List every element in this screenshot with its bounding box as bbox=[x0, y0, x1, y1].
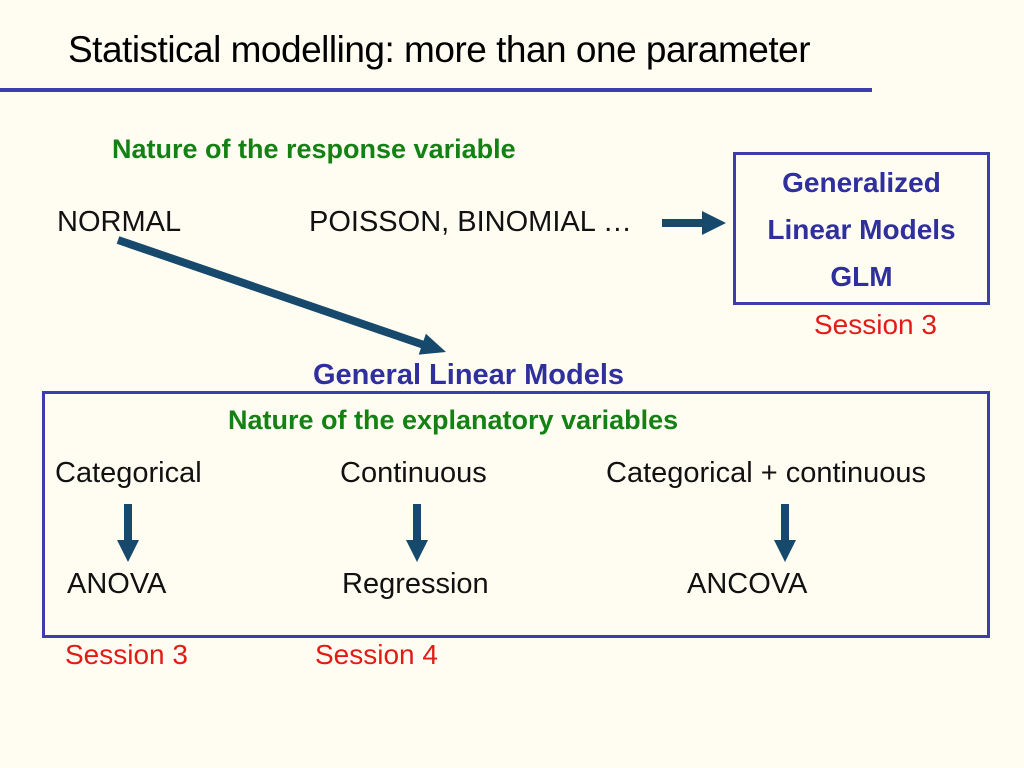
normal-label: NORMAL bbox=[57, 206, 182, 238]
general-linear-models-label: General Linear Models bbox=[313, 359, 625, 391]
regression-session-label: Session 4 bbox=[315, 639, 438, 670]
method-anova: ANOVA bbox=[67, 568, 167, 600]
diagonal-arrow-icon bbox=[116, 236, 446, 355]
glm-box-line: GLM bbox=[830, 261, 893, 292]
variable-categorical: Categorical bbox=[55, 457, 202, 489]
title-underline bbox=[0, 88, 872, 92]
anova-session-label: Session 3 bbox=[65, 639, 188, 670]
variable-categorical-continuous: Categorical + continuous bbox=[606, 457, 927, 489]
glm-session-label: Session 3 bbox=[814, 309, 937, 340]
variable-continuous: Continuous bbox=[340, 457, 487, 489]
right-arrow-icon bbox=[662, 211, 726, 235]
glm-box-line: Generalized bbox=[782, 167, 941, 198]
glm-box-line: Linear Models bbox=[767, 214, 956, 245]
general-linear-models-box bbox=[42, 391, 990, 638]
explanatory-variables-heading: Nature of the explanatory variables bbox=[228, 405, 679, 435]
slide-title: Statistical modelling: more than one par… bbox=[68, 29, 811, 70]
method-regression: Regression bbox=[342, 568, 489, 600]
method-ancova: ANCOVA bbox=[687, 568, 808, 600]
response-variable-heading: Nature of the response variable bbox=[112, 134, 516, 164]
generalized-linear-models-box: Generalized Linear Models GLM bbox=[733, 152, 990, 305]
poisson-binomial-label: POISSON, BINOMIAL … bbox=[309, 206, 632, 238]
